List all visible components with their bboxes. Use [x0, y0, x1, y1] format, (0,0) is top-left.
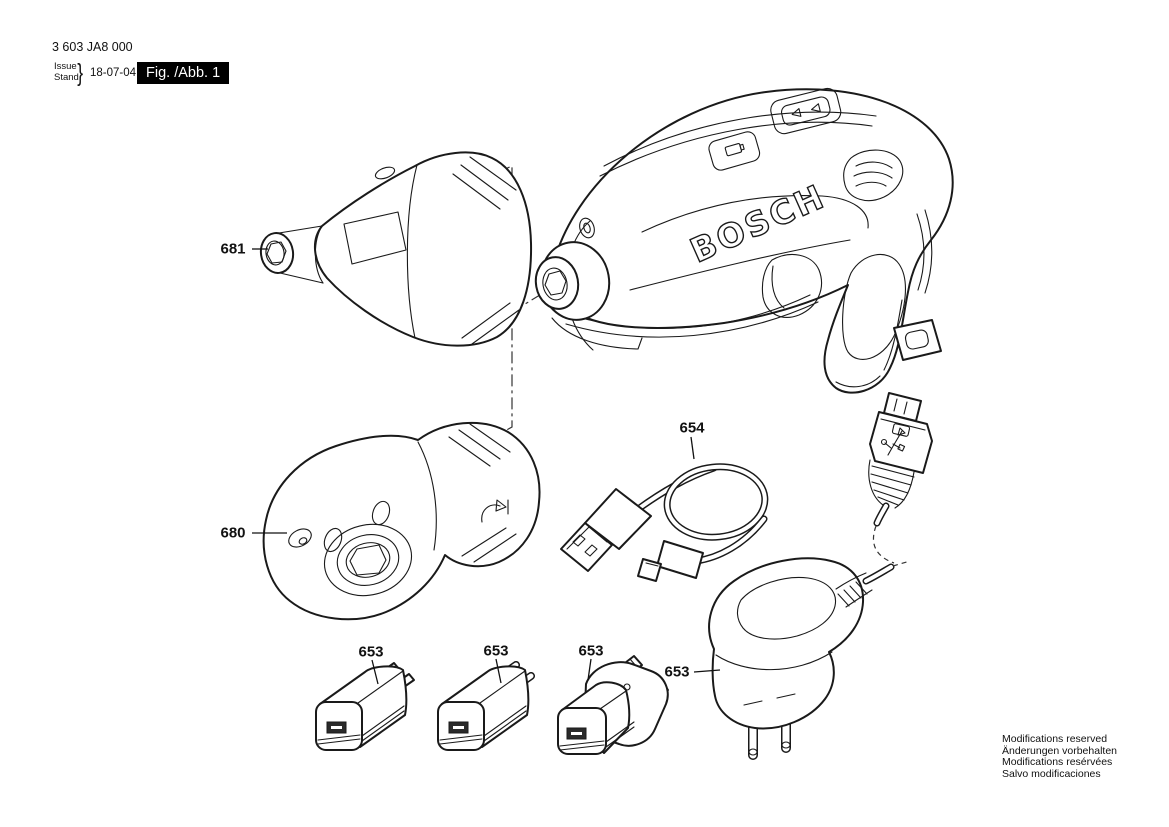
- plug-adapter-us-drawing: [315, 662, 415, 751]
- callout-654-usb-cable: 654: [679, 419, 705, 437]
- brace-glyph: }: [77, 59, 84, 87]
- modifications-notice: Modifications reserved Änderungen vorbeh…: [1002, 733, 1118, 780]
- plug-adapter-uk-drawing: [557, 655, 669, 755]
- stand-label: Stand: [54, 71, 79, 83]
- callout-653-plug-eu: 653: [483, 642, 509, 660]
- callout-653-plug-uk: 653: [578, 642, 604, 660]
- angle-attachment-drawing: [262, 421, 541, 621]
- usb-cable-drawing: [560, 463, 769, 582]
- callout-681-eccentric-attachment: 681: [220, 240, 246, 258]
- micro-usb-plug-drawing: [868, 392, 933, 564]
- issue-label: Issue: [54, 61, 77, 72]
- battery-indicator-icon: [708, 131, 761, 171]
- plug-adapter-eu-drawing: [437, 661, 535, 751]
- issue-stand-labels: Issue Stand: [54, 61, 79, 83]
- notice-line-es: Salvo modificaciones: [1002, 767, 1101, 780]
- eccentric-attachment-drawing: [259, 151, 533, 347]
- callout-653-charger: 653: [664, 663, 690, 681]
- issue-date: 18-07-04: [90, 67, 137, 79]
- callout-leader-lines: [252, 248, 721, 685]
- callout-653-plug-us: 653: [358, 643, 384, 661]
- notice-line-fr: Modifications resérvées: [1002, 756, 1113, 769]
- notice-line-en: Modifications reserved: [1002, 733, 1108, 745]
- document-part-number: 3 603 JA8 000: [52, 40, 133, 54]
- figure-number-box: Fig. /Abb. 1: [137, 62, 230, 84]
- notice-line-de: Änderungen vorbehalten: [1002, 744, 1118, 757]
- usb-charger-drawing: [708, 557, 911, 760]
- usb-trident-icon: [880, 427, 906, 456]
- direction-switch-icon: [770, 87, 842, 135]
- screwdriver-drawing: BOSCH: [534, 87, 954, 394]
- callout-680-angle-attachment: 680: [220, 524, 246, 542]
